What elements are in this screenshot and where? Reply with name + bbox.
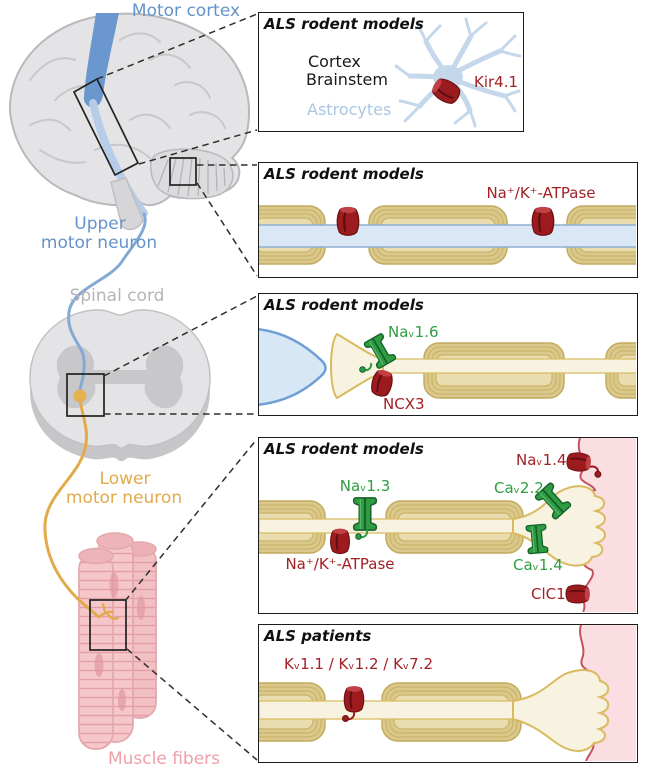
nav13-channel-icon bbox=[352, 496, 378, 532]
upper-motor-neuron-label-1: Upper bbox=[74, 214, 126, 234]
brain-illustration bbox=[8, 12, 251, 231]
panel-title: ALS rodent models bbox=[264, 440, 424, 458]
atpase-channel-icon bbox=[531, 205, 555, 237]
brainstem-label: Brainstem bbox=[306, 70, 388, 89]
nav16-label: Naᵥ1.6 bbox=[388, 323, 439, 341]
panel-myelinated-axon: ALS rodent models bbox=[258, 162, 638, 278]
axon-band bbox=[259, 700, 517, 720]
kir41-label: Kir4.1 bbox=[474, 73, 519, 91]
panel-title: ALS rodent models bbox=[264, 296, 424, 314]
astrocyte-artwork bbox=[394, 17, 522, 128]
lower-motor-neuron-axon bbox=[43, 398, 101, 619]
nav13-label: Naᵥ1.3 bbox=[339, 477, 391, 495]
nmj-rodent-artwork bbox=[259, 438, 636, 612]
cortex-label: Cortex bbox=[308, 52, 361, 71]
muscle-region bbox=[578, 438, 636, 612]
lower-motor-neuron-label-1: Lower bbox=[99, 469, 151, 489]
panel-nmj-rodent: ALS rodent models bbox=[258, 437, 638, 614]
panel-nmj-patient: ALS patients Kᵥ1.1 / Kᵥ1.2 / Kᵥ7.2 bbox=[258, 624, 638, 763]
panel-title: ALS rodent models bbox=[264, 15, 424, 33]
inset-boxes bbox=[66, 77, 197, 651]
nerve-terminal-bouton bbox=[512, 485, 606, 567]
panel-title: ALS patients bbox=[264, 627, 372, 645]
lower-motor-neuron-label-2: motor neuron bbox=[65, 488, 183, 508]
muscle-inset-box bbox=[89, 599, 127, 651]
brainstem bbox=[110, 177, 144, 231]
nerve-terminal-branches bbox=[97, 602, 120, 620]
dashed-connectors bbox=[96, 13, 258, 761]
cav22-label: Caᵥ2.2 bbox=[494, 479, 544, 497]
motor-neuron-soma-dot bbox=[73, 389, 87, 403]
spinal-cord-illustration bbox=[29, 309, 211, 462]
kv-channel-icon bbox=[343, 685, 365, 713]
brainstem-inset-box bbox=[169, 157, 197, 186]
muscle-fibers-illustration bbox=[78, 532, 157, 750]
clc1-label: ClC1 bbox=[531, 585, 566, 603]
atpase-label: Na⁺/K⁺-ATPase bbox=[486, 184, 596, 202]
axon-hillock bbox=[330, 332, 384, 400]
brain-inset-box bbox=[72, 77, 140, 177]
kv-channels-label: Kᵥ1.1 / Kᵥ1.2 / Kᵥ7.2 bbox=[284, 655, 434, 673]
upper-motor-neuron-axon bbox=[67, 212, 147, 392]
motor-cortex-band bbox=[83, 13, 119, 108]
panel-axon-initial-segment: ALS rodent models Naᵥ1.6 NCX3 bbox=[258, 293, 638, 416]
ais-artwork bbox=[259, 328, 636, 406]
axon-band bbox=[259, 518, 517, 534]
nav14-label: Naᵥ1.4 bbox=[516, 451, 567, 469]
panel-astrocyte: ALS rodent models bbox=[258, 12, 524, 132]
atpase-channel-icon bbox=[336, 205, 360, 237]
cerebellum bbox=[150, 148, 234, 200]
clc1-channel-icon bbox=[565, 584, 591, 604]
atpase-channel-icon bbox=[329, 527, 351, 555]
axon-band bbox=[378, 358, 636, 374]
astrocytes-label: Astrocytes bbox=[307, 100, 392, 119]
axon-artwork bbox=[259, 205, 636, 265]
panel-title: ALS rodent models bbox=[264, 165, 424, 183]
upper-motor-neuron-label-2: motor neuron bbox=[40, 233, 158, 253]
muscle-fibers-label: Muscle fibers bbox=[107, 749, 221, 769]
nmj-patient-artwork bbox=[259, 625, 636, 761]
muscle-fiber-spots bbox=[94, 572, 145, 711]
neuron-soma bbox=[259, 328, 327, 406]
ncx3-label: NCX3 bbox=[383, 395, 425, 413]
nav14-channel-icon bbox=[565, 451, 593, 473]
axon-band bbox=[259, 224, 636, 248]
atpase-label: Na⁺/K⁺-ATPase bbox=[285, 555, 395, 573]
spinal-inset-box bbox=[66, 373, 105, 417]
motor-cortex-label: Motor cortex bbox=[131, 1, 241, 21]
spinal-cord-label: Spinal cord bbox=[69, 286, 165, 306]
nerve-terminal-bouton bbox=[512, 669, 610, 752]
cav14-label: Caᵥ1.4 bbox=[513, 556, 563, 574]
